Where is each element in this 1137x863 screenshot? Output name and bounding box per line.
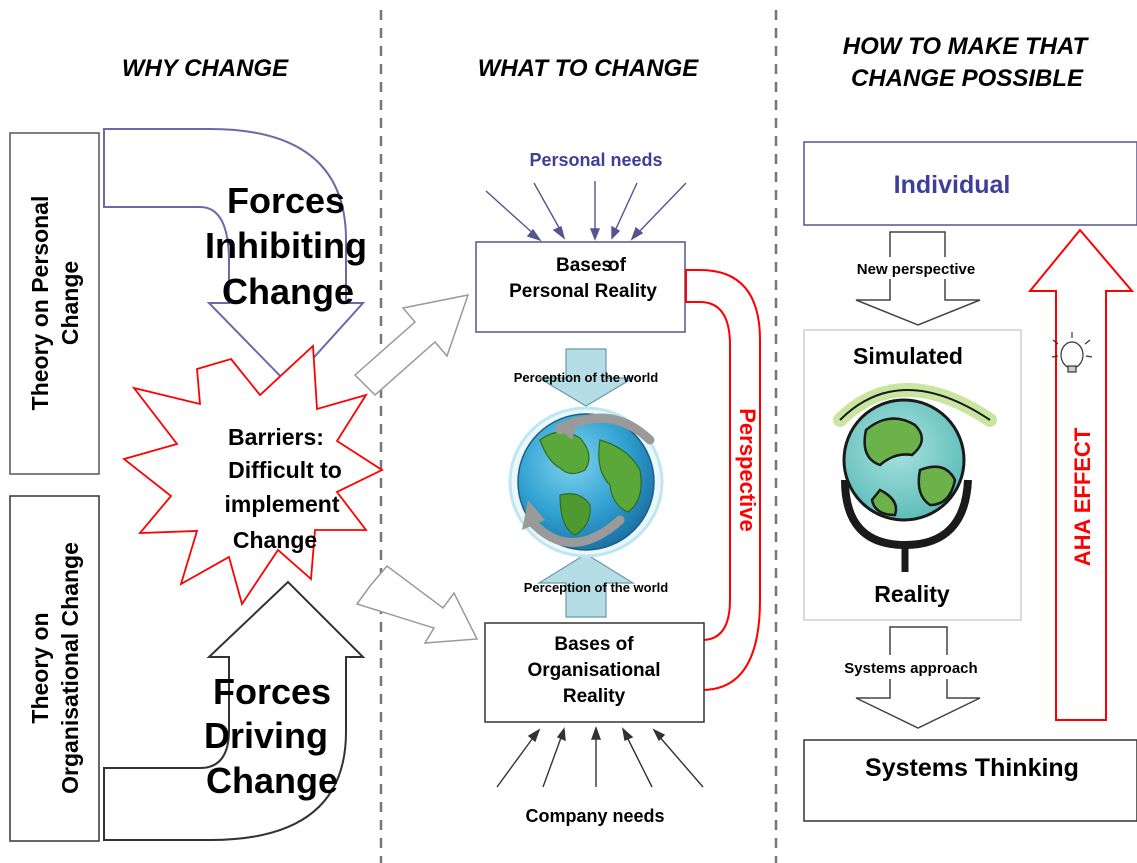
- personal-theory-box: [9, 132, 100, 475]
- systems-thinking-box: [803, 739, 1137, 822]
- grey-arrow-down: [355, 564, 479, 644]
- personal-reality-of: of: [608, 255, 627, 276]
- personal-theory-label-2: Change: [57, 261, 83, 345]
- driving-arrow: [103, 580, 366, 841]
- grey-arrow-up: [353, 294, 470, 397]
- personal-reality-label-1: Bases: [556, 255, 612, 276]
- new-perspective-label: New perspective: [857, 261, 975, 278]
- individual-label: Individual: [894, 171, 1011, 199]
- org-reality-label-3: Reality: [563, 686, 626, 707]
- personal-needs-label: Personal needs: [529, 150, 662, 170]
- org-reality-label-1: Bases of: [554, 634, 634, 655]
- barriers-label-4: Change: [233, 527, 317, 553]
- driving-label-2: Driving: [204, 715, 328, 756]
- org-theory-box: [9, 495, 100, 842]
- driving-label-3: Change: [206, 760, 338, 801]
- personal-theory-label-1: Theory on Personal: [27, 196, 53, 411]
- personal-reality-word-1: Bases: [556, 255, 612, 276]
- barriers-label-2: Difficult to: [228, 457, 342, 483]
- perception-bottom-label: Perception of the world: [524, 580, 669, 595]
- personal-reality-label-2: Personal Reality: [509, 281, 657, 302]
- systems-approach-label: Systems approach: [844, 660, 977, 677]
- org-reality-label-2: Organisational: [527, 660, 660, 681]
- company-needs-arrows: [496, 725, 704, 788]
- header-why: WHY CHANGE: [122, 55, 289, 82]
- aha-effect-label: AHA EFFECT: [1070, 427, 1095, 566]
- header-how-line1: HOW TO MAKE THAT: [843, 33, 1090, 60]
- personal-needs-arrows: [485, 181, 687, 242]
- aha-effect-arrow: [1027, 228, 1135, 721]
- globe-icon: [508, 406, 664, 558]
- driving-label-1: Forces: [213, 671, 331, 712]
- inhibiting-label-1: Forces: [227, 180, 345, 221]
- perspective-label: Perspective: [735, 408, 760, 532]
- reality-label: Reality: [874, 581, 950, 607]
- company-needs-label: Company needs: [525, 806, 664, 826]
- globe-stand-icon: [833, 383, 997, 572]
- header-how-line2: CHANGE POSSIBLE: [851, 65, 1084, 92]
- simulated-label: Simulated: [853, 343, 963, 369]
- barriers-label-3: implement: [224, 491, 339, 517]
- new-perspective-bg: [830, 257, 1005, 279]
- org-reality-box: [484, 622, 705, 723]
- inhibiting-label-3: Change: [222, 271, 354, 312]
- barriers-starburst: [122, 344, 384, 607]
- barriers-label-1: Barriers:: [228, 424, 324, 450]
- systems-approach-bg: [822, 655, 1000, 679]
- inhibiting-arrow: [103, 128, 366, 387]
- systems-thinking-label: Systems Thinking: [865, 754, 1079, 782]
- org-theory-label-1: Theory on: [27, 612, 53, 723]
- inhibiting-label-2: Inhibiting: [205, 225, 367, 266]
- perception-arrow-down: [536, 348, 636, 407]
- header-what: WHAT TO CHANGE: [478, 55, 699, 82]
- perception-arrow-up: [536, 553, 636, 618]
- individual-box: [803, 141, 1137, 226]
- perception-top-label: Perception of the world: [514, 370, 659, 385]
- lightbulb-icon: [1051, 332, 1093, 373]
- org-theory-label-2: Organisational Change: [57, 542, 83, 794]
